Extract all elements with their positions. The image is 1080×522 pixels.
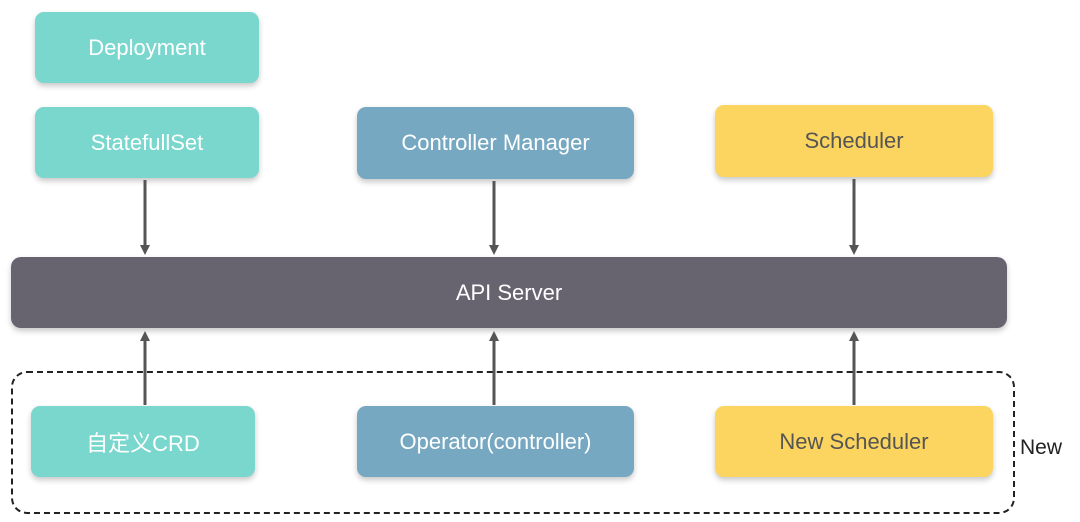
scheduler-box: Scheduler bbox=[715, 105, 993, 177]
controller-manager-label: Controller Manager bbox=[401, 130, 590, 155]
scheduler-label: Scheduler bbox=[804, 128, 904, 153]
controller-manager-box: Controller Manager bbox=[357, 107, 634, 179]
api-server-label: API Server bbox=[455, 279, 563, 305]
deployment-label: Deployment bbox=[88, 34, 206, 60]
new-scheduler-label: New Scheduler bbox=[779, 428, 929, 454]
new-components-group bbox=[11, 371, 1015, 514]
crd-box: 自定义CRD bbox=[31, 406, 255, 477]
deployment-box: Deployment bbox=[35, 12, 259, 83]
new-scheduler-box: New Scheduler bbox=[715, 406, 993, 477]
operator-box: Operator(controller) bbox=[357, 406, 634, 477]
statefulset-box: StatefullSet bbox=[35, 107, 259, 178]
api-server-box: API Server bbox=[11, 257, 1007, 328]
new-group-label: New bbox=[1020, 436, 1063, 459]
operator-label: Operator(controller) bbox=[399, 428, 592, 454]
crd-label: 自定义CRD bbox=[86, 430, 200, 456]
statefulset-label: StatefullSet bbox=[90, 129, 204, 155]
